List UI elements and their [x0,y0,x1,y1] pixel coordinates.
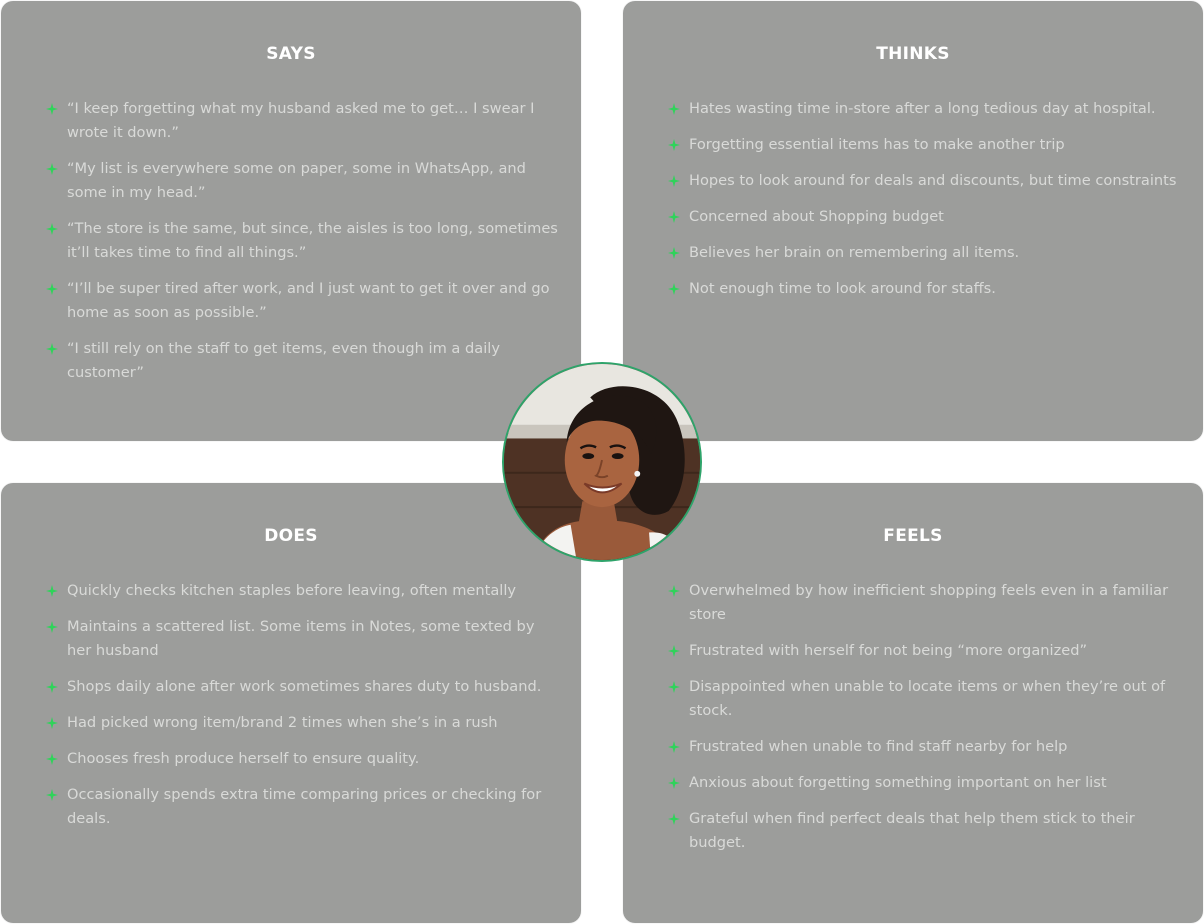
list-item: “I’ll be super tired after work, and I j… [45,277,563,325]
persona-photo [504,364,700,560]
sparkle-icon [667,771,681,795]
list-item-text: Frustrated with herself for not being “m… [689,642,1088,659]
thinks-list: Hates wasting time in-store after a long… [667,97,1185,313]
list-item: Shops daily alone after work sometimes s… [45,675,563,699]
list-item-text: Shops daily alone after work sometimes s… [67,678,542,695]
does-quadrant: DOES Quickly checks kitchen staples befo… [1,483,581,923]
sparkle-icon [667,97,681,121]
sparkle-icon [45,783,59,807]
sparkle-icon [667,639,681,663]
list-item: Quickly checks kitchen staples before le… [45,579,563,603]
list-item: “My list is everywhere some on paper, so… [45,157,563,205]
sparkle-icon [45,579,59,603]
list-item: Maintains a scattered list. Some items i… [45,615,563,663]
sparkle-icon [667,277,681,301]
list-item-text: Overwhelmed by how inefficient shopping … [689,582,1169,623]
list-item: “I still rely on the staff to get items,… [45,337,563,385]
says-title: SAYS [266,44,316,64]
list-item-text: “The store is the same, but since, the a… [67,220,558,261]
list-item-text: “My list is everywhere some on paper, so… [67,160,526,201]
sparkle-icon [667,133,681,157]
list-item-text: Forgetting essential items has to make a… [689,136,1065,153]
list-item: “I keep forgetting what my husband asked… [45,97,563,145]
list-item-text: Grateful when find perfect deals that he… [689,810,1135,851]
feels-list: Overwhelmed by how inefficient shopping … [667,579,1185,867]
sparkle-icon [45,337,59,361]
list-item-text: Hates wasting time in-store after a long… [689,100,1156,117]
feels-quadrant: FEELS Overwhelmed by how inefficient sho… [623,483,1203,923]
list-item-text: Occasionally spends extra time comparing… [67,786,542,827]
list-item-text: Anxious about forgetting something impor… [689,774,1107,791]
sparkle-icon [667,735,681,759]
list-item: Not enough time to look around for staff… [667,277,1185,301]
list-item: Concerned about Shopping budget [667,205,1185,229]
list-item: Believes her brain on remembering all it… [667,241,1185,265]
feels-title: FEELS [883,526,943,546]
list-item: Disappointed when unable to locate items… [667,675,1185,723]
list-item: Had picked wrong item/brand 2 times when… [45,711,563,735]
sparkle-icon [667,241,681,265]
list-item-text: Frustrated when unable to find staff nea… [689,738,1068,755]
sparkle-icon [667,205,681,229]
sparkle-icon [45,277,59,301]
persona-avatar [502,362,702,562]
does-title: DOES [264,526,318,546]
sparkle-icon [667,807,681,831]
list-item: Hopes to look around for deals and disco… [667,169,1185,193]
sparkle-icon [45,157,59,181]
list-item-text: Had picked wrong item/brand 2 times when… [67,714,498,731]
list-item: Frustrated with herself for not being “m… [667,639,1185,663]
list-item: Overwhelmed by how inefficient shopping … [667,579,1185,627]
list-item: Forgetting essential items has to make a… [667,133,1185,157]
list-item-text: Disappointed when unable to locate items… [689,678,1166,719]
list-item: Hates wasting time in-store after a long… [667,97,1185,121]
list-item: Occasionally spends extra time comparing… [45,783,563,831]
thinks-title: THINKS [876,44,950,64]
list-item-text: Maintains a scattered list. Some items i… [67,618,535,659]
sparkle-icon [667,579,681,603]
list-item: Grateful when find perfect deals that he… [667,807,1185,855]
thinks-quadrant: THINKS Hates wasting time in-store after… [623,1,1203,441]
list-item-text: Concerned about Shopping budget [689,208,944,225]
list-item-text: Chooses fresh produce herself to ensure … [67,750,420,767]
sparkle-icon [45,217,59,241]
list-item-text: Quickly checks kitchen staples before le… [67,582,517,599]
sparkle-icon [45,747,59,771]
list-item-text: Believes her brain on remembering all it… [689,244,1020,261]
does-list: Quickly checks kitchen staples before le… [45,579,563,843]
sparkle-icon [45,711,59,735]
list-item-text: “I still rely on the staff to get items,… [67,340,500,381]
list-item: Anxious about forgetting something impor… [667,771,1185,795]
list-item-text: Not enough time to look around for staff… [689,280,996,297]
list-item: Frustrated when unable to find staff nea… [667,735,1185,759]
sparkle-icon [45,615,59,639]
list-item-text: “I keep forgetting what my husband asked… [67,100,535,141]
list-item: Chooses fresh produce herself to ensure … [45,747,563,771]
says-list: “I keep forgetting what my husband asked… [45,97,563,397]
sparkle-icon [45,675,59,699]
list-item-text: “I’ll be super tired after work, and I j… [67,280,550,321]
list-item: “The store is the same, but since, the a… [45,217,563,265]
says-quadrant: SAYS “I keep forgetting what my husband … [1,1,581,441]
sparkle-icon [45,97,59,121]
list-item-text: Hopes to look around for deals and disco… [689,172,1177,189]
sparkle-icon [667,675,681,699]
sparkle-icon [667,169,681,193]
